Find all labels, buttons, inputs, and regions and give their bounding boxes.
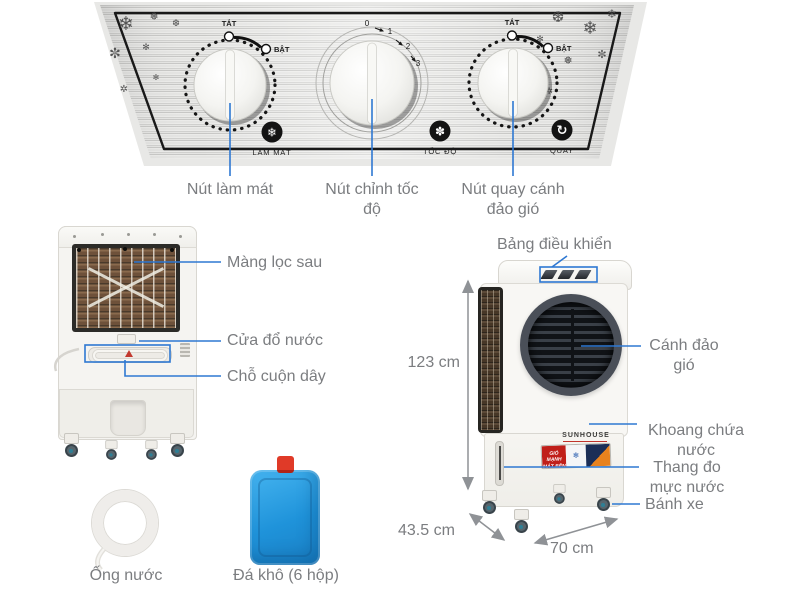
mode-icons: ❄ LÀM MÁT ✽ TỐC ĐỘ ↻ QUAY	[253, 119, 574, 157]
knob-pointer	[508, 48, 518, 118]
water-level-gauge	[495, 441, 504, 486]
swing-mode-label: QUAY	[550, 146, 574, 155]
snowflake-decorations: ❄ ❅ ✼ ✻ ✲ ✻ ❆ ✻ ❆ ❄ ❅ ✲ ✼ ❄	[109, 7, 617, 97]
ice-pack	[250, 470, 320, 565]
off-label: TẮT	[222, 19, 237, 28]
brand-logo: SUNHOUSE	[562, 432, 610, 439]
caster-wheel	[594, 487, 612, 511]
caster-wheel	[512, 509, 530, 533]
fan-icon: ✽	[435, 125, 445, 139]
cord-wrap-label: Chỗ cuộn dây	[227, 368, 326, 385]
snowflake-icon: ❄	[267, 126, 277, 140]
control-panel-label: Bảng điều khiển	[497, 236, 612, 253]
snowflake-icon: ❆	[172, 19, 180, 29]
cord-wrap-recess	[88, 347, 172, 363]
water-tube-label: Ống nước	[89, 567, 163, 584]
water-fill-door	[117, 334, 136, 344]
small-vent	[180, 343, 190, 357]
caster-wheel	[104, 440, 119, 460]
speed-mark-2: 2	[406, 42, 411, 51]
snowflake-icon: ✻	[536, 35, 544, 45]
speed-mark-1: 1	[388, 27, 393, 36]
snowflake-icon: ❅	[563, 54, 572, 67]
brand-underline	[563, 441, 607, 442]
caster-wheel	[62, 433, 80, 457]
speed-knob-label: Nút chỉnh tốc độ	[325, 181, 419, 219]
swing-knob-label: Nút quay cánh đảo gió	[461, 181, 565, 219]
snowflake-icon: ❅	[149, 10, 158, 23]
depth-dimension: 43.5 cm	[398, 522, 455, 539]
snowflake-icon: ✲	[120, 84, 128, 95]
sticker-line-2: MÁT BỀN	[542, 462, 566, 470]
cooling-knob-label: Nút làm mát	[186, 181, 274, 198]
snowflake-icon: ❄	[118, 13, 134, 35]
caster-wheel	[168, 433, 186, 457]
sticker-line-1: GIÓ MẠNH	[546, 450, 562, 464]
speed-mark-3: 3	[416, 59, 421, 68]
swing-louver-label: Cánh đảo gió	[649, 337, 719, 375]
sticker-figure: ❄	[565, 444, 587, 468]
off-label: TẮT	[505, 18, 520, 27]
snowflake-icon: ❆	[552, 8, 565, 26]
back-filter-label: Màng lọc sau	[227, 254, 323, 271]
snowflake-icon: ✻	[153, 73, 160, 82]
knob-pointer	[367, 42, 377, 125]
top-control-knobs	[540, 270, 595, 281]
water-door-label: Cửa đổ nước	[227, 332, 323, 349]
water-gauge-label: Thang đo mực nước	[649, 459, 725, 497]
swing-louver-grille	[520, 294, 622, 396]
speed-mark-0: 0	[365, 19, 370, 28]
cooling-mode-label: LÀM MÁT	[253, 148, 292, 157]
back-view-notch	[110, 400, 146, 436]
knob-pointer	[225, 49, 235, 121]
warning-triangle-icon	[125, 350, 133, 357]
height-dimension: 123 cm	[407, 354, 460, 371]
snowflake-icon: ✼	[109, 46, 121, 62]
sticker-badge	[585, 443, 611, 467]
snowflake-icon: ✻	[142, 43, 150, 53]
side-filter	[478, 287, 503, 433]
panel-inner-border	[113, 11, 622, 151]
depth-arrow	[468, 513, 506, 541]
water-tank-label: Khoang chứa nước	[647, 422, 745, 460]
caster-wheel	[144, 440, 159, 460]
product-sticker: GIÓ MẠNH MÁT BỀN ❄	[540, 442, 612, 470]
snowflake-icon: ❄	[607, 7, 617, 21]
on-label: BẬT	[274, 45, 290, 54]
width-dimension: 70 cm	[550, 540, 594, 557]
wheel-label: Bánh xe	[645, 496, 704, 513]
speed-mode-label: TỐC ĐỘ	[423, 146, 457, 156]
control-panel-graphic: ❄ ❅ ✼ ✻ ✲ ✻ ❆ ✻ ❆ ❄ ❅ ✲ ✼ ❄ TẮT BẬT	[94, 2, 647, 166]
snowflake-icon: ✲	[545, 87, 553, 97]
ice-pack-cap	[277, 456, 294, 473]
on-label: BẬT	[556, 44, 572, 53]
ice-pack-label: Đá khô (6 hộp)	[233, 567, 339, 584]
water-tube	[92, 490, 158, 556]
caster-wheel	[552, 484, 567, 504]
snowflake-icon: ✼	[597, 48, 606, 61]
rear-filter	[72, 244, 180, 332]
snowflake-icon: ❄	[582, 18, 597, 39]
rotate-icon: ↻	[557, 123, 568, 138]
caster-wheel	[480, 490, 498, 514]
